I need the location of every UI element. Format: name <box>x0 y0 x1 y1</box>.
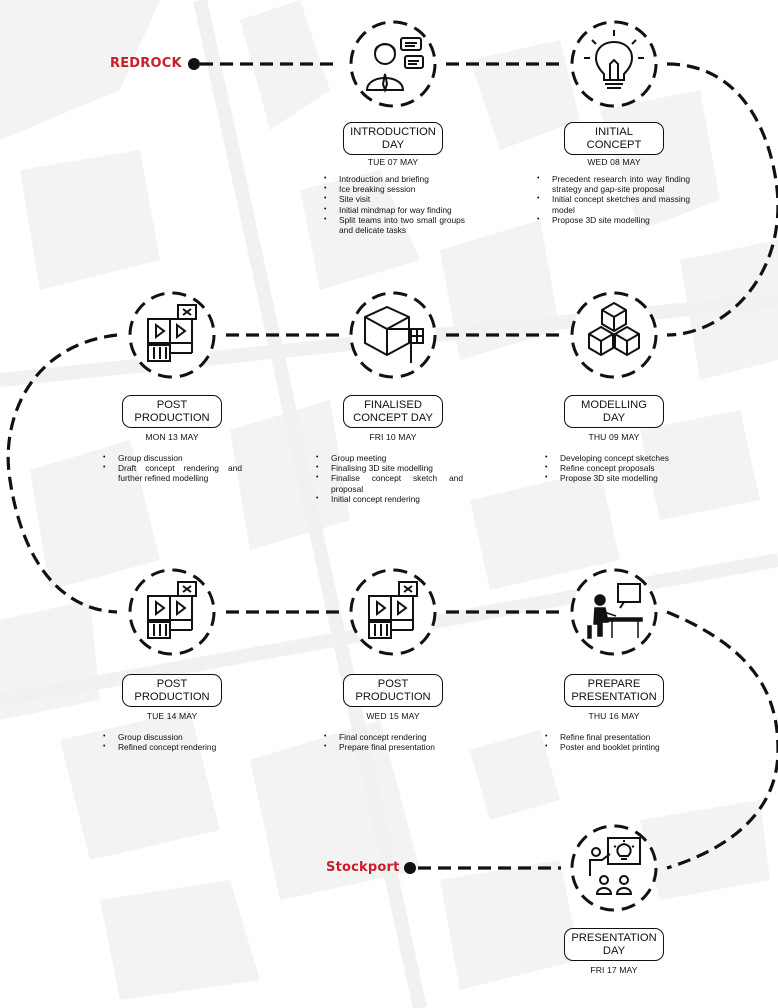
video-editing-icon <box>347 566 439 658</box>
task-item: Propose 3D site modelling <box>536 215 690 225</box>
stage-date: MON 13 MAY <box>145 432 199 442</box>
task-item: Draft concept rendering and further refi… <box>102 463 242 483</box>
task-item: Refine final presentation <box>544 732 692 742</box>
end-dot <box>404 862 416 874</box>
presentation-audience-icon <box>568 822 660 914</box>
video-editing-icon <box>126 289 218 381</box>
start-dot <box>188 58 200 70</box>
task-item: Propose 3D site modelling <box>544 473 692 483</box>
task-item: Prepare final presentation <box>323 742 471 752</box>
stage-task-list: Group discussion Draft concept rendering… <box>102 453 242 484</box>
stage-task-list: Refine final presentation Poster and boo… <box>544 732 692 753</box>
stage-date: FRI 17 MAY <box>590 965 638 975</box>
stage-task-list: Final concept rendering Prepare final pr… <box>323 732 471 753</box>
stage-date: WED 08 MAY <box>587 157 641 167</box>
person-at-desk-icon <box>568 566 660 658</box>
video-editing-icon <box>126 566 218 658</box>
stage-date: THU 16 MAY <box>588 711 640 721</box>
task-item: Initial mindmap for way finding <box>323 205 465 215</box>
task-item: Initial concept rendering <box>315 494 463 504</box>
task-item: Precedent research into way finding stra… <box>536 174 690 194</box>
task-item: Poster and booklet printing <box>544 742 692 752</box>
stage-task-list: Group meeting Finalising 3D site modelli… <box>315 453 463 504</box>
task-item: Introduction and briefing <box>323 174 465 184</box>
task-item: Finalising 3D site modelling <box>315 463 463 473</box>
task-item: Group meeting <box>315 453 463 463</box>
task-item: Final concept rendering <box>323 732 471 742</box>
stacked-cubes-icon <box>568 289 660 381</box>
cube-flag-icon <box>347 289 439 381</box>
lightbulb-icon <box>568 18 660 110</box>
task-item: Refined concept rendering <box>102 742 250 752</box>
stage-task-list: Group discussion Refined concept renderi… <box>102 732 250 753</box>
task-item: Group discussion <box>102 732 250 742</box>
stage-date: WED 15 MAY <box>366 711 420 721</box>
task-item: Split teams into two small groups and de… <box>323 215 465 235</box>
stage-task-list: Precedent research into way finding stra… <box>536 174 690 225</box>
stage-date: FRI 10 MAY <box>369 432 417 442</box>
speaking-person-icon <box>347 18 439 110</box>
task-item: Developing concept sketches <box>544 453 692 463</box>
task-item: Site visit <box>323 194 465 204</box>
task-item: Refine concept proposals <box>544 463 692 473</box>
stage-task-list: Introduction and briefing Ice breaking s… <box>323 174 465 235</box>
task-item: Initial concept sketches and massing mod… <box>536 194 690 214</box>
stage-date: TUE 07 MAY <box>367 157 419 167</box>
task-item: Ice breaking session <box>323 184 465 194</box>
stage-task-list: Developing concept sketches Refine conce… <box>544 453 692 484</box>
end-label: Stockport <box>326 860 400 875</box>
stage-date: THU 09 MAY <box>588 432 640 442</box>
stage-date: TUE 14 MAY <box>146 711 198 721</box>
task-item: Group discussion <box>102 453 242 463</box>
start-label: REDROCK <box>110 56 182 71</box>
task-item: Finalise concept sketch and proposal <box>315 473 463 493</box>
